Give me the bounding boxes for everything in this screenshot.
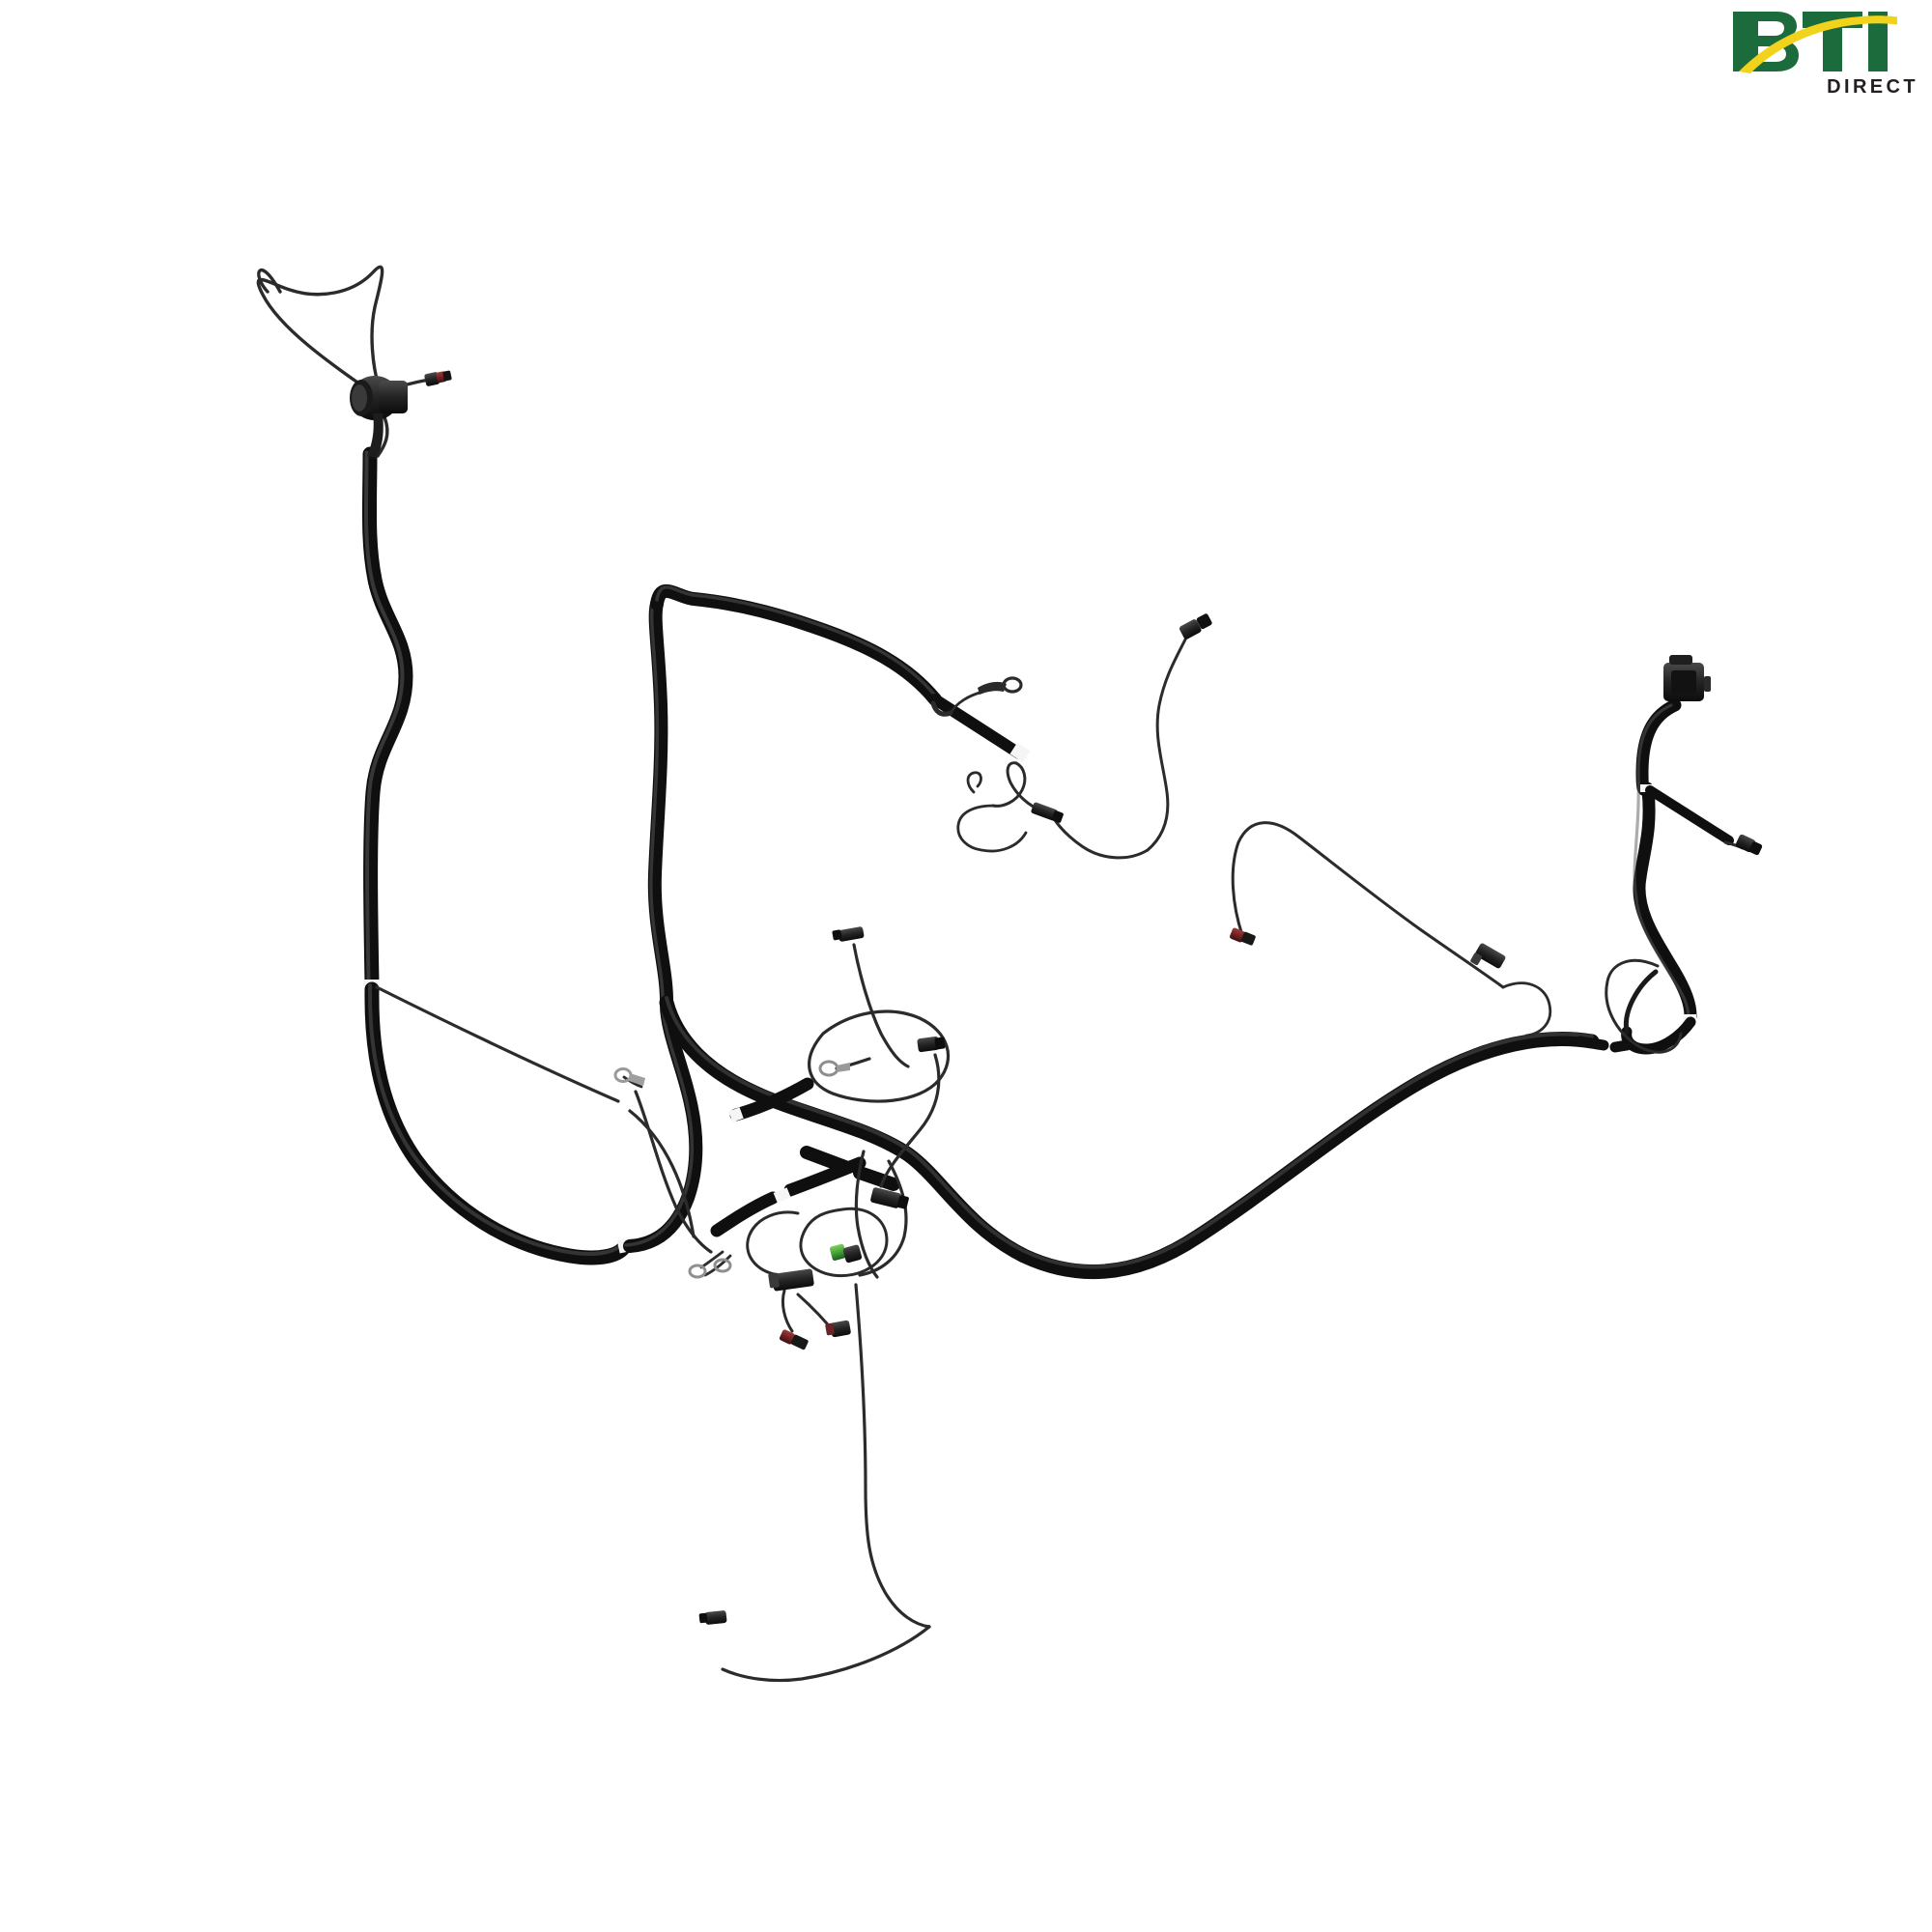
connector-mid-inline-connector (1031, 802, 1064, 823)
connector-lower-inline-splice-connector (768, 1268, 814, 1292)
loom-segment-upper-left-trunk-hl (363, 450, 405, 984)
logo-sub-name: DIRECT (1827, 76, 1918, 97)
logo-letter-b (1733, 12, 1799, 71)
loom-segment-right-vertical-mid (1634, 783, 1656, 884)
connector-center-inline-connector (917, 1036, 946, 1053)
wire-center-c10-lead (852, 943, 910, 1068)
connector-twin-eyelet-terminals (688, 1258, 732, 1279)
loom-segment-right-lower-tail (1623, 969, 1659, 1035)
loom-tape-band-above-junction (728, 1107, 744, 1122)
wire-left-long-diagonal (375, 985, 620, 1103)
wire-upper-right-ring-loom (930, 700, 953, 717)
connector-ring-terminal-eyelet (818, 1060, 850, 1077)
wire-upper-right-to-c3 (1146, 636, 1188, 852)
wire-junction-down-2 (858, 1159, 908, 1277)
wire-right-lower-oval (1605, 958, 1683, 1054)
wire-branch-group (256, 265, 1745, 1683)
loom-segment-lower-left-short (710, 1191, 780, 1237)
connector-tail-end-connector (698, 1610, 727, 1625)
bti-direct-logo: DIRECT (1733, 12, 1918, 97)
wire-left-mid-branch (634, 1090, 713, 1254)
connector-right-large-square-connector (1663, 655, 1711, 701)
connector-lower-branch-connector (825, 1320, 851, 1338)
wire-left-diagonal-continue (628, 1109, 696, 1238)
connector-lower-center-connector (870, 1187, 909, 1209)
loom-segment-upper-left-trunk (361, 446, 413, 991)
loom-dash-break-center (800, 1146, 900, 1191)
wire-upper-left-loop (256, 265, 384, 397)
wire-center-right-long (1231, 821, 1505, 989)
connector-right-branch-connector (1735, 834, 1763, 856)
wire-long-tail-down (854, 1283, 931, 1629)
loom-segment-bottom-left-elbow (623, 998, 703, 1253)
connector-center-small-connector (832, 926, 865, 942)
wire-center-right-loop (1501, 981, 1552, 1037)
connector-small-red-keyed-connector (424, 370, 452, 386)
loom-segment-lower-left-short2 (783, 1156, 867, 1197)
connector-center-red-bullet-connector (1230, 927, 1256, 946)
connector-ring-terminal-ground-lug (978, 676, 1023, 695)
wire-upper-right-small-hook (966, 771, 982, 794)
connector-group (350, 370, 1763, 1625)
loom-segment-right-vertical-upper (1635, 698, 1682, 797)
loom-segment-right-vertical-lower (1633, 870, 1697, 1023)
wire-upper-right-lower-loop (956, 804, 1028, 853)
loom-segment-right-branch (1645, 785, 1734, 845)
brand-logo: DIRECT (1731, 8, 1920, 97)
loom-segment-center-junction-hl (665, 996, 1594, 1269)
connector-main-round-grommet-connector (350, 376, 408, 458)
connector-green-keyed-connector (829, 1243, 863, 1264)
wire-twin-eyelet-lead-b (703, 1254, 732, 1277)
loom-segment-left-sweep-hl (367, 983, 624, 1256)
loom-segment-bottom-left-elbow-hl (624, 1002, 695, 1247)
loom-tape-band-top-right (1009, 742, 1031, 763)
connector-upper-black-blade-connector (1179, 613, 1212, 639)
connector-red-bullet-connector (779, 1329, 809, 1350)
loom-segment-top-diagonal (929, 694, 1025, 759)
connector-left-ring-terminal (613, 1067, 645, 1086)
loom-tape-band-lower-center (773, 1187, 791, 1204)
loom-segment-center-vertical (647, 597, 673, 1008)
wire-junction-down-1 (854, 1150, 879, 1279)
loom-dash-break-right (1575, 1036, 1633, 1053)
wire-left-ring-lead (622, 1075, 643, 1089)
loom-segment-above-junction (729, 1077, 814, 1122)
wire-upper-right-hook (991, 761, 1027, 808)
wire-upper-right-branch-left (1006, 761, 1045, 813)
wire-upper-left-outer-loop (257, 268, 282, 294)
wire-long-tail-return (721, 1625, 931, 1683)
wire-grommet-pigtail (376, 415, 389, 458)
loom-segment-top-arch (650, 583, 942, 706)
wire-lower-to-red (781, 1289, 794, 1333)
loom-segment-top-arch-hl (655, 585, 937, 697)
wire-lower-loop-a (799, 1207, 889, 1278)
connector-right-midline-connector (1470, 943, 1506, 969)
swoosh-icon (1739, 15, 1897, 73)
main-loom-group (361, 446, 1734, 1280)
loom-segment-center-vertical-hl (649, 602, 665, 1003)
loom-segment-left-sweep (364, 981, 632, 1265)
logo-letter-i (1868, 12, 1888, 71)
loom-segment-center-junction (659, 995, 1600, 1280)
wire-center-loop-lead-down (879, 1053, 941, 1188)
wire-lower-loop-b (746, 1210, 800, 1277)
loom-segment-right-vertical-hl (1633, 703, 1690, 1021)
wire-upper-right-down (1047, 808, 1150, 860)
